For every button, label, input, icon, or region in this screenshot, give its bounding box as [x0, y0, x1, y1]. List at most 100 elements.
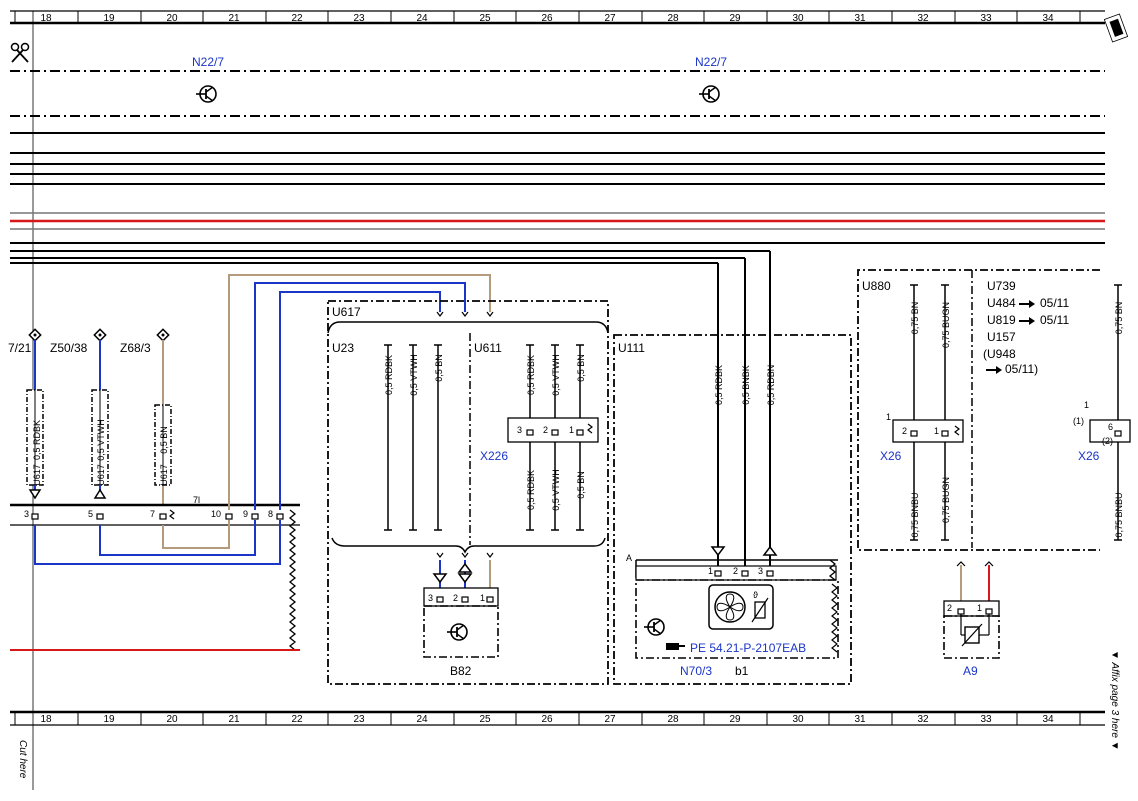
- wire-label: 0,5 RDBK: [714, 365, 724, 405]
- top-ruler: 18 19 20 21 22 23 24 25 26 27 28 29 30 3…: [10, 10, 1129, 43]
- wire-label: 0,5 VTWH: [551, 354, 561, 396]
- arrow-down-icon: [28, 489, 42, 500]
- a9-label: A9: [963, 664, 978, 678]
- n70-3-sub: b1: [735, 664, 749, 678]
- bcol-22: 22: [291, 714, 303, 725]
- pin-label: 5: [88, 509, 93, 519]
- col-33: 33: [980, 13, 992, 24]
- wire-label: 0,5 BN: [576, 354, 586, 382]
- wire-group-label: U617: [159, 464, 169, 486]
- x26-right-pin: (2): [1102, 436, 1113, 446]
- solid-buses: [10, 132, 1105, 264]
- connector-diamond-icon: [93, 328, 107, 342]
- variant-u948: (U948: [983, 347, 1016, 361]
- x26-label: X26: [880, 449, 902, 463]
- transistor-icon: [447, 623, 468, 641]
- col-32: 32: [917, 13, 929, 24]
- ref-z68-3: Z68/3: [120, 341, 151, 355]
- left-refs: 7/21 Z50/38 Z68/3: [8, 328, 170, 355]
- n70-3-reference[interactable]: PE 54.21-P-2107EAB: [690, 641, 806, 655]
- pin-label: 9: [243, 509, 248, 519]
- bcol-21: 21: [228, 714, 240, 725]
- arrow-up-icon: [762, 545, 778, 556]
- u111-pin: 3: [758, 566, 763, 576]
- svg-text:ϑ: ϑ: [753, 590, 758, 600]
- relay-icon: [960, 614, 990, 647]
- bcol-29: 29: [729, 714, 741, 725]
- pin-label: 7l: [193, 495, 200, 505]
- variant-u819: U819: [987, 313, 1016, 327]
- pin-label: 8: [268, 509, 273, 519]
- col-25: 25: [479, 13, 491, 24]
- arrow-down-icon: [432, 573, 448, 584]
- bcol-19: 19: [103, 714, 115, 725]
- col-18: 18: [40, 13, 52, 24]
- n22-7-label-2: N22/7: [695, 55, 727, 69]
- n70-3-label: N70/3: [680, 664, 712, 678]
- bcol-34: 34: [1042, 714, 1054, 725]
- variant-u739: U739: [987, 279, 1016, 293]
- x26-right-label: X26: [1078, 449, 1100, 463]
- wire-label: 0,5 BN: [159, 426, 169, 454]
- x26-right-pin: 6: [1108, 422, 1113, 432]
- pin-label: 10: [211, 509, 221, 519]
- wire-label: 0,5 VTWH: [409, 354, 419, 396]
- x26-right-pin: 1: [1084, 400, 1089, 410]
- variant-date: 05/11: [1040, 313, 1069, 327]
- wire-label: 0,5 BN: [434, 354, 444, 382]
- x226-label: X226: [480, 449, 508, 463]
- variant-u484: U484: [987, 296, 1016, 310]
- variant-u157: U157: [987, 330, 1016, 344]
- wire-label: 0,75 BN: [910, 302, 920, 335]
- wire-label: 0,5 BN: [576, 471, 586, 499]
- b82-pin: 2: [453, 593, 458, 603]
- b82-pin: 1: [480, 593, 485, 603]
- cut-note: Cut here: [17, 740, 28, 779]
- n22-7-label-1: N22/7: [192, 55, 224, 69]
- x226-pin: 3: [517, 425, 522, 435]
- x226-pin: 1: [569, 425, 574, 435]
- col-26: 26: [541, 13, 553, 24]
- bcol-27: 27: [604, 714, 616, 725]
- connector-diamond-icon: [156, 328, 170, 342]
- arrow-up-icon: [457, 562, 473, 573]
- bcol-28: 28: [667, 714, 679, 725]
- wire-label: 0,5 RDBN: [766, 365, 776, 406]
- bcol-25: 25: [479, 714, 491, 725]
- pin-label: 7: [150, 509, 155, 519]
- wire-label: 0,5 RDBK: [32, 420, 42, 460]
- u880-label: U880: [862, 279, 891, 293]
- arrow-up-icon: [93, 488, 107, 499]
- u111-label: U111: [618, 341, 645, 355]
- scissors-icon: [10, 42, 30, 63]
- pin-label: 3: [24, 509, 29, 519]
- wire-group-label: U617: [32, 464, 42, 486]
- col-21: 21: [228, 13, 240, 24]
- wire-label: 0,5 RDBK: [526, 355, 536, 395]
- transistor-icon: [644, 618, 665, 636]
- bottom-ruler: 18 19 20 21 22 23 24 25 26 27 28 29 30 3…: [10, 710, 1105, 726]
- arrow-down-icon: [457, 573, 473, 584]
- bcol-32: 32: [917, 714, 929, 725]
- u23-label: U23: [332, 341, 354, 355]
- bcol-26: 26: [541, 714, 553, 725]
- col-29: 29: [729, 13, 741, 24]
- wire-label: 0,75 BNBU: [910, 492, 920, 537]
- bcol-23: 23: [353, 714, 365, 725]
- bcol-33: 33: [980, 714, 992, 725]
- u611-label: U611: [474, 341, 502, 355]
- wire-label: 0,5 BNBK: [741, 365, 751, 405]
- wire-label: 0,5 RDBK: [526, 470, 536, 510]
- wire-label: 0,75 BUGN: [941, 477, 951, 523]
- arrow-down-icon: [710, 546, 726, 557]
- arrow-right-icon: [986, 300, 1035, 374]
- wire-label: 0,5 RDBK: [384, 355, 394, 395]
- wire-group-label: U617: [96, 464, 106, 486]
- affix-note: ▼ Affix page 3 here ▼: [1109, 650, 1120, 751]
- u111-pin: 1: [708, 566, 713, 576]
- bcol-24: 24: [416, 714, 428, 725]
- variant-date: 05/11: [1040, 296, 1069, 310]
- connector-diamond-icon: [28, 328, 42, 342]
- wire-label: 0,75 BUGN: [941, 302, 951, 348]
- x26-right-pin: (1): [1073, 416, 1084, 426]
